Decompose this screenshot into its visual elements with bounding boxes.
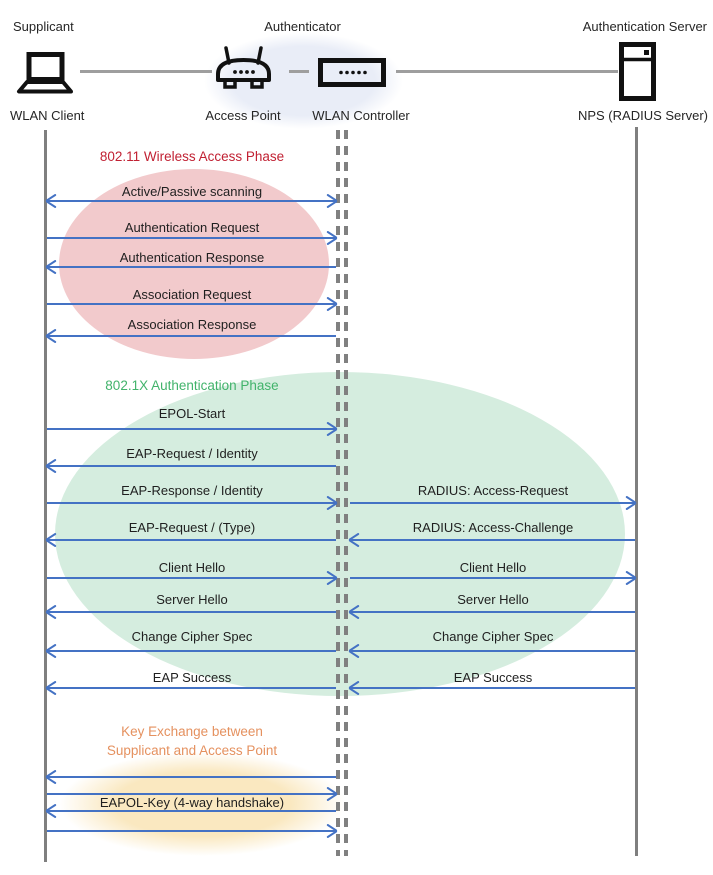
message-label-left: Association Response [127, 317, 257, 332]
message-arrow [47, 539, 336, 541]
message-label-right: RADIUS: Access-Request [417, 483, 569, 498]
lifeline-authenticator-right [344, 130, 348, 856]
message-label-left: Active/Passive scanning [121, 184, 263, 199]
phase3-ellipse [60, 752, 345, 856]
message-arrow [350, 577, 635, 579]
connector-line [289, 70, 309, 73]
connector-line [80, 70, 212, 73]
message-arrow [47, 776, 336, 778]
message-arrow [47, 650, 336, 652]
device-label-wlan-client: WLAN Client [10, 108, 85, 123]
wlan-controller-icon [318, 58, 386, 87]
message-label-right: EAP Success [453, 670, 533, 685]
message-arrow [350, 611, 635, 613]
lifeline-server [635, 127, 638, 856]
message-arrow [47, 793, 336, 795]
message-label-left: Authentication Request [124, 220, 260, 235]
message-label-left: Client Hello [158, 560, 226, 575]
phase3-title: Key Exchange between Supplicant and Acce… [47, 722, 337, 760]
message-label-left: EAP-Request / (Type) [128, 520, 256, 535]
connector-line [396, 70, 618, 73]
role-authenticator: Authenticator [264, 19, 341, 34]
message-arrow [350, 539, 635, 541]
device-label-nps: NPS (RADIUS Server) [577, 108, 708, 123]
message-arrow [47, 200, 336, 202]
laptop-icon [13, 52, 77, 96]
message-label-left: Authentication Response [119, 250, 265, 265]
message-arrow [350, 650, 635, 652]
device-label-wlan-controller: WLAN Controller [312, 108, 410, 123]
role-supplicant: Supplicant [13, 19, 74, 34]
message-label-left: Server Hello [156, 592, 228, 607]
message-arrow [47, 687, 336, 689]
message-arrow [47, 266, 336, 268]
message-label-left: EAPOL-Key (4-way handshake) [99, 795, 285, 810]
message-arrow [350, 502, 635, 504]
message-label-left: EPOL-Start [158, 406, 226, 421]
device-label-access-point: Access Point [205, 108, 281, 123]
phase3-title-line2: Supplicant and Access Point [106, 743, 278, 758]
message-label-left: EAP-Request / Identity [126, 446, 258, 461]
message-label-left: Association Request [132, 287, 252, 302]
message-label-right: RADIUS: Access-Challenge [412, 520, 574, 535]
lifeline-authenticator-left [336, 130, 340, 856]
phase3-title-line1: Key Exchange between [121, 724, 263, 739]
access-point-icon [212, 45, 275, 96]
phase2-ellipse [55, 372, 625, 696]
message-arrow [47, 303, 336, 305]
message-label-left: EAP Success [152, 670, 232, 685]
phase1-title: 802.11 Wireless Access Phase [99, 149, 285, 164]
message-arrow [47, 335, 336, 337]
lifeline-client [44, 130, 47, 862]
message-arrow [47, 465, 336, 467]
server-icon [619, 42, 656, 101]
arrowhead [335, 200, 336, 202]
message-label-left: Change Cipher Spec [131, 629, 253, 644]
message-arrow [47, 611, 336, 613]
message-label-right: Client Hello [459, 560, 527, 575]
message-arrow [47, 810, 336, 812]
message-label-left: EAP-Response / Identity [121, 483, 263, 498]
message-label-right: Server Hello [457, 592, 529, 607]
message-arrow [47, 428, 336, 430]
message-arrow [47, 830, 336, 832]
message-arrow [47, 237, 336, 239]
message-label-right: Change Cipher Spec [432, 629, 554, 644]
message-arrow [47, 577, 336, 579]
message-arrow [350, 687, 635, 689]
role-authentication-server: Authentication Server [582, 19, 707, 34]
message-arrow [47, 502, 336, 504]
phase2-title: 802.1X Authentication Phase [105, 378, 279, 393]
